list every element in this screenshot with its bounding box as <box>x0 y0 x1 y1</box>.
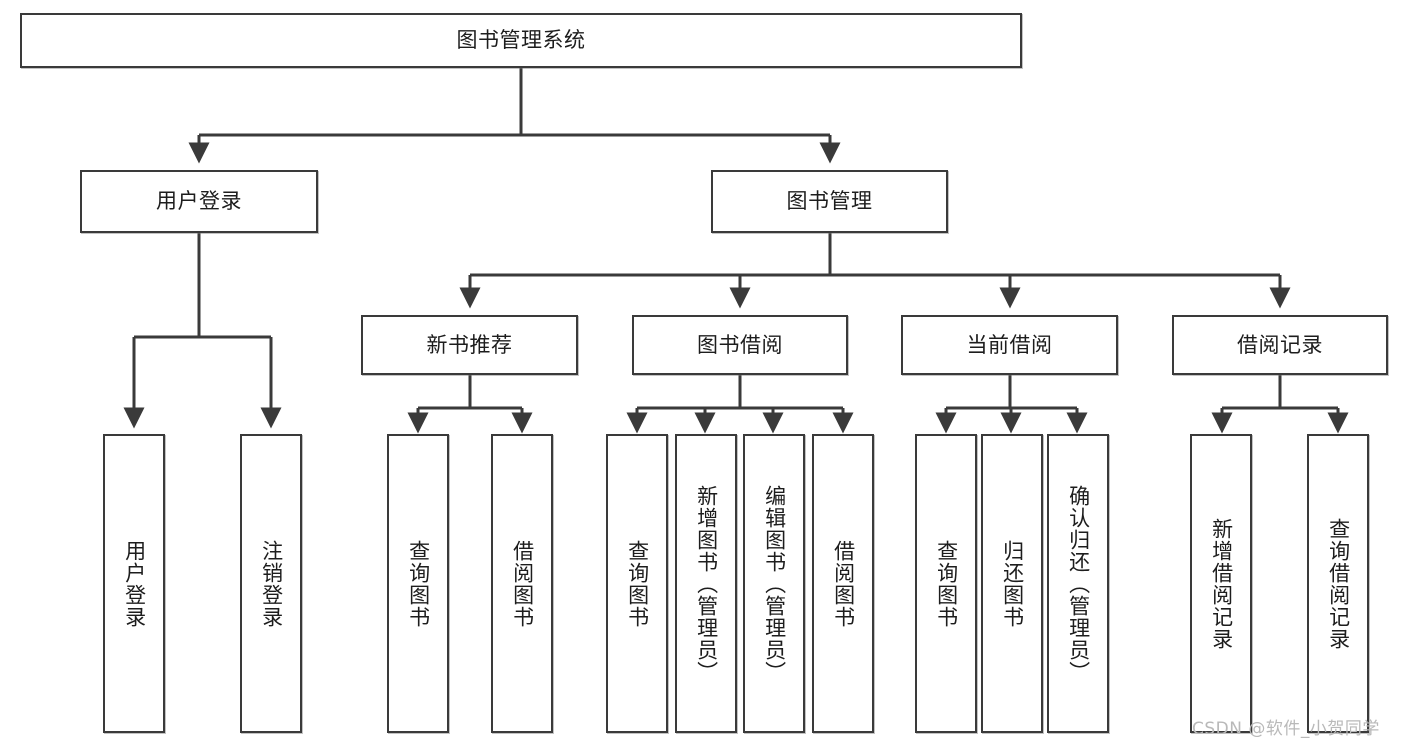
node-login[interactable]: 用户登录 <box>80 170 318 233</box>
node-leaf-edit-book-label: 编辑图书（管理员） <box>762 484 787 683</box>
node-leaf-query-record-label: 查询借阅记录 <box>1326 517 1351 650</box>
node-leaf-add-record-label: 新增借阅记录 <box>1209 517 1234 650</box>
node-leaf-query-book-3[interactable]: 查询图书 <box>915 434 977 733</box>
node-leaf-query-book-2-label: 查询图书 <box>625 539 650 628</box>
node-leaf-confirm-return-label: 确认归还（管理员） <box>1066 484 1091 683</box>
node-book-borrow[interactable]: 图书借阅 <box>632 315 848 375</box>
node-book-manage[interactable]: 图书管理 <box>711 170 948 233</box>
node-leaf-borrow-book-1-label: 借阅图书 <box>510 539 535 628</box>
node-leaf-query-record[interactable]: 查询借阅记录 <box>1307 434 1369 733</box>
node-leaf-return-book-label: 归还图书 <box>1000 539 1025 628</box>
node-current-borrow-label: 当前借阅 <box>966 332 1053 357</box>
node-new-book-rec-label: 新书推荐 <box>426 332 513 357</box>
node-leaf-query-book-1[interactable]: 查询图书 <box>387 434 449 733</box>
node-leaf-user-login-label: 用户登录 <box>122 539 147 628</box>
node-leaf-add-book[interactable]: 新增图书（管理员） <box>675 434 737 733</box>
node-leaf-add-book-label: 新增图书（管理员） <box>694 484 719 683</box>
node-borrow-record[interactable]: 借阅记录 <box>1172 315 1388 375</box>
node-root-label: 图书管理系统 <box>456 28 586 53</box>
csdn-watermark: CSDN @软件_小贺同学 <box>1192 719 1380 739</box>
node-leaf-borrow-book-2[interactable]: 借阅图书 <box>812 434 874 733</box>
node-leaf-query-book-3-label: 查询图书 <box>934 539 959 628</box>
node-borrow-record-label: 借阅记录 <box>1237 332 1323 357</box>
node-leaf-confirm-return[interactable]: 确认归还（管理员） <box>1047 434 1109 733</box>
node-login-label: 用户登录 <box>156 189 242 214</box>
node-leaf-return-book[interactable]: 归还图书 <box>981 434 1043 733</box>
node-leaf-logout-label: 注销登录 <box>259 539 284 628</box>
node-leaf-query-book-1-label: 查询图书 <box>406 539 431 628</box>
node-leaf-edit-book[interactable]: 编辑图书（管理员） <box>743 434 805 733</box>
node-leaf-borrow-book-1[interactable]: 借阅图书 <box>491 434 553 733</box>
node-book-borrow-label: 图书借阅 <box>697 332 783 357</box>
node-new-book-rec[interactable]: 新书推荐 <box>361 315 578 375</box>
node-leaf-user-login[interactable]: 用户登录 <box>103 434 165 733</box>
node-leaf-query-book-2[interactable]: 查询图书 <box>606 434 668 733</box>
node-root[interactable]: 图书管理系统 <box>20 13 1022 68</box>
node-book-manage-label: 图书管理 <box>786 189 873 214</box>
node-leaf-borrow-book-2-label: 借阅图书 <box>831 539 856 628</box>
node-leaf-add-record[interactable]: 新增借阅记录 <box>1190 434 1252 733</box>
node-leaf-logout[interactable]: 注销登录 <box>240 434 302 733</box>
node-current-borrow[interactable]: 当前借阅 <box>901 315 1118 375</box>
